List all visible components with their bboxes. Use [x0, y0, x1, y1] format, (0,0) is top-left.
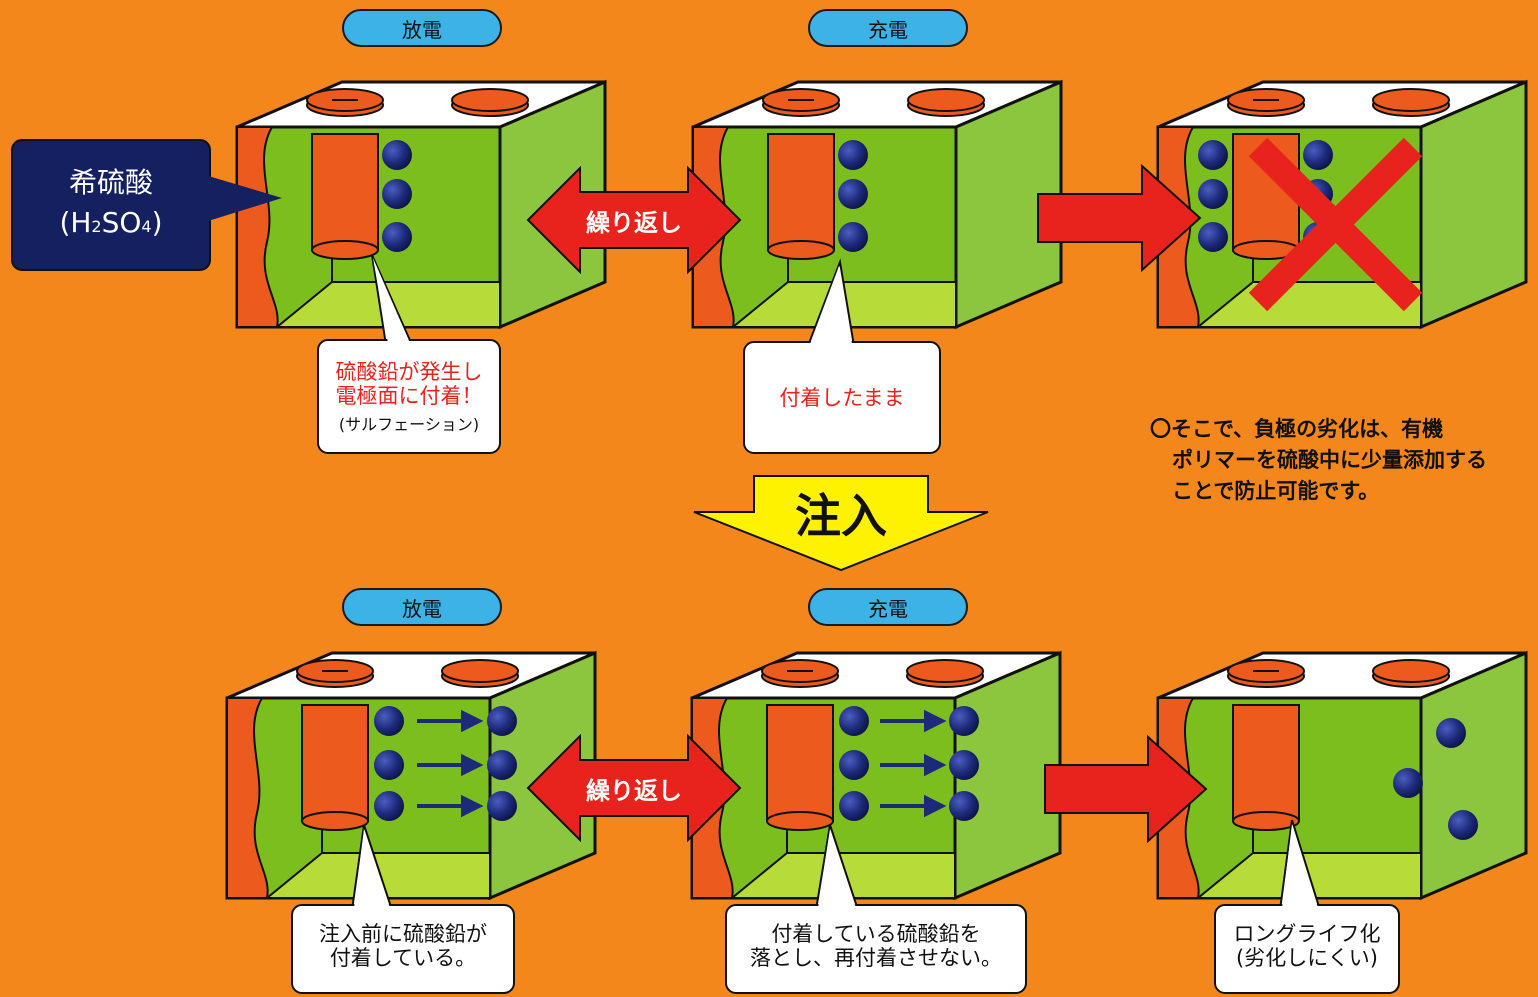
lead-sulfate-particle [382, 140, 412, 170]
lead-sulfate-particle [374, 791, 404, 821]
detach-arrow-icons [417, 709, 484, 818]
lead-sulfate-particle [487, 791, 517, 821]
battery-cell-5 [690, 650, 1062, 901]
lead-sulfate-particle [487, 750, 517, 780]
lead-sulfate-particle [382, 179, 412, 209]
note-text: 〇そこで、負極の劣化は、有機 ポリマーを硫酸中に少量添加する ことで防止可能です… [1150, 417, 1487, 503]
inject-arrow [693, 475, 989, 572]
pill-discharge-top: 放電 [342, 9, 502, 47]
acid-label: 希硫酸 (H2SO4) [12, 140, 210, 270]
lead-sulfate-particle [1303, 140, 1333, 170]
battery-cell-3-failed [1156, 79, 1528, 330]
pill-charge-top: 充電 [808, 9, 968, 47]
repeat-double-arrow-bottom [526, 733, 742, 843]
degrade-arrow-top [1037, 163, 1202, 273]
callout-before-inject [291, 824, 515, 994]
lead-sulfate-particle [382, 222, 412, 252]
lead-sulfate-particle [838, 179, 868, 209]
improve-arrow-bottom [1044, 734, 1208, 844]
repeat-label-top: 繰り返し [586, 209, 682, 237]
lead-sulfate-particle [839, 706, 869, 736]
callout-long-life-text: ロングライフ化 (劣化しにくい) [1233, 922, 1381, 970]
callout-still-attached-text: 付着したまま [779, 386, 905, 410]
lead-sulfate-particle [839, 750, 869, 780]
pill-discharge-bottom: 放電 [342, 588, 502, 626]
lead-sulfate-particle [839, 791, 869, 821]
callout-sulfation-text: 硫酸鉛が発生し 電極面に付着！ (サルフェーション) [335, 360, 483, 434]
acid-name: 希硫酸 [68, 166, 153, 199]
lead-sulfate-particle [374, 706, 404, 736]
inject-label: 注入 [795, 489, 887, 543]
lead-sulfate-particle [487, 706, 517, 736]
lead-sulfate-particle [1393, 768, 1423, 798]
callout-remove-sulfate [725, 824, 1027, 994]
repeat-label-bottom: 繰り返し [586, 777, 682, 805]
failure-x-icon [1248, 137, 1423, 312]
callout-before-inject-text: 注入前に硫酸鉛が 付着している。 [319, 922, 487, 970]
callout-long-life [1214, 819, 1400, 994]
battery-cell-1 [235, 79, 607, 330]
lead-sulfate-particle [838, 140, 868, 170]
battery-cell-4 [225, 650, 597, 901]
lead-sulfate-particle [838, 222, 868, 252]
acid-label-box [11, 139, 282, 271]
callout-remove-sulfate-text: 付着している硫酸鉛を 落とし、再付着させない。 [750, 922, 1002, 970]
callout-sulfation [317, 254, 501, 454]
repeat-double-arrow-top [526, 165, 742, 275]
lead-sulfate-particle [1448, 810, 1478, 840]
detach-arrow-icons [880, 709, 947, 818]
lead-sulfate-particle [1198, 179, 1228, 209]
pill-charge-bottom: 充電 [808, 588, 968, 626]
lead-sulfate-particle [949, 706, 979, 736]
lead-sulfate-particle [1436, 718, 1466, 748]
lead-sulfate-particle [1198, 140, 1228, 170]
callout-still-attached [743, 258, 941, 454]
lead-sulfate-particle [1198, 222, 1228, 252]
battery-cell-2 [691, 79, 1063, 330]
lead-sulfate-particle [374, 750, 404, 780]
acid-formula: (H2SO4) [59, 206, 163, 239]
lead-sulfate-particle [949, 791, 979, 821]
battery-cell-6-longlife [1156, 650, 1528, 901]
lead-sulfate-particle [949, 750, 979, 780]
